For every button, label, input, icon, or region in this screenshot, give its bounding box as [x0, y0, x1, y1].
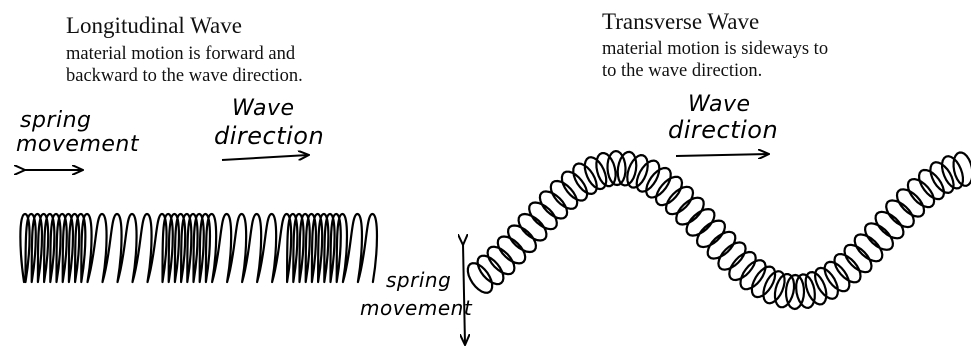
transverse-wave-direction-arrow — [676, 154, 768, 156]
transverse-spring-label-line2: movement — [360, 296, 472, 320]
transverse-spring-label-line1: spring — [386, 268, 451, 292]
transverse-title: Transverse Wave — [602, 9, 759, 35]
longitudinal-description-line1: material motion is forward and — [66, 43, 295, 65]
longitudinal-spring-label-line2: movement — [16, 132, 139, 157]
longitudinal-wave-label-line2: direction — [214, 122, 324, 150]
transverse-wave-label-line1: Wave — [688, 92, 751, 117]
transverse-description-line1: material motion is sideways to — [602, 38, 828, 60]
longitudinal-spring-label-line1: spring — [20, 108, 92, 133]
transverse-wave-label-line2: direction — [668, 116, 778, 144]
transverse-spring-movement-arrow — [463, 244, 465, 344]
longitudinal-wave-direction-arrow — [222, 155, 308, 160]
longitudinal-wave-label-line1: Wave — [232, 96, 295, 121]
transverse-spring-coil — [468, 151, 971, 309]
longitudinal-title: Longitudinal Wave — [66, 13, 242, 39]
longitudinal-spring-coil — [20, 214, 377, 282]
transverse-description-line2: to the wave direction. — [602, 60, 762, 82]
longitudinal-description-line2: backward to the wave direction. — [66, 65, 303, 87]
